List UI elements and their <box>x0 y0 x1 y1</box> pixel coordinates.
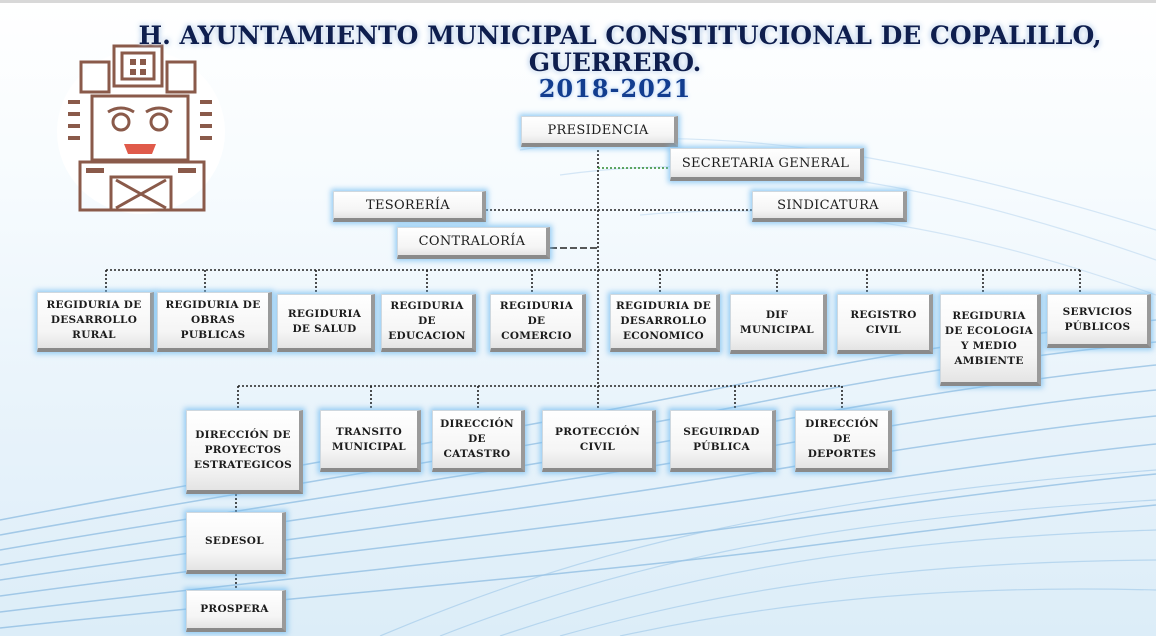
node-label: REGISTRO CIVIL <box>850 308 917 336</box>
node-sindicatura[interactable]: SINDICATURA <box>752 191 907 222</box>
node-label: DIRECCIÓN DE DEPORTES <box>805 418 879 460</box>
node-label: REGIDURIA DE OBRAS PUBLICAS <box>165 299 261 341</box>
node-label: DIF MUNICIPAL <box>740 308 814 336</box>
node-label: REGIDURIA DE ECOLOGIA Y MEDIO AMBIENTE <box>944 309 1034 367</box>
node-label: REGIDURIA DE DESARROLLO RURAL <box>46 299 142 341</box>
node-regiduria-salud[interactable]: REGIDURIA DE SALUD <box>277 294 375 352</box>
top-border <box>0 0 1156 3</box>
node-label: TESORERÍA <box>365 197 450 213</box>
node-prospera[interactable]: PROSPERA <box>186 590 286 632</box>
node-direccion-deportes[interactable]: DIRECCIÓN DE DEPORTES <box>795 410 892 472</box>
node-label: DIRECCIÓN DE PROYECTOS ESTRATEGICOS <box>193 429 293 471</box>
node-label: PRESIDENCIA <box>547 122 649 138</box>
node-label: CONTRALORÍA <box>418 234 526 249</box>
node-secretaria-general[interactable]: SECRETARIA GENERAL <box>670 148 864 181</box>
node-label: TRANSITO MUNICIPAL <box>332 425 406 453</box>
node-presidencia[interactable]: PRESIDENCIA <box>521 116 678 147</box>
node-transito-municipal[interactable]: TRANSITO MUNICIPAL <box>320 410 421 472</box>
copalillo-emblem-logo <box>57 44 225 214</box>
chart-title: H. AYUNTAMIENTO MUNICIPAL CONSTITUCIONAL… <box>138 21 1102 50</box>
node-label: PROTECCIÓN CIVIL <box>555 425 640 453</box>
node-label: SEDESOL <box>205 535 264 547</box>
node-regiduria-desarrollo-rural[interactable]: REGIDURIA DE DESARROLLO RURAL <box>37 292 154 352</box>
node-seguridad-publica[interactable]: SEGUIRDAD PÚBLICA <box>670 410 776 472</box>
node-label: PROSPERA <box>200 603 269 615</box>
node-label: REGIDURIA DE COMERCIO <box>499 300 574 342</box>
node-label: SECRETARIA GENERAL <box>681 155 850 171</box>
chart-title-line2: GUERRERO. <box>528 48 702 77</box>
node-label: SERVICIOS PÚBLICOS <box>1062 305 1133 333</box>
node-proteccion-civil[interactable]: PROTECCIÓN CIVIL <box>542 410 656 472</box>
node-regiduria-desarrollo-economico[interactable]: REGIDURIA DE DESARROLLO ECONOMICO <box>610 294 720 352</box>
node-direccion-catastro[interactable]: DIRECCIÓN DE CATASTRO <box>432 410 525 472</box>
node-contraloria[interactable]: CONTRALORÍA <box>397 227 550 259</box>
node-label: SEGUIRDAD PÚBLICA <box>683 425 760 453</box>
node-label: SINDICATURA <box>777 197 879 213</box>
node-regiduria-obras-publicas[interactable]: REGIDURIA DE OBRAS PUBLICAS <box>157 292 272 352</box>
node-label: DIRECCIÓN DE CATASTRO <box>440 418 514 460</box>
node-regiduria-ecologia[interactable]: REGIDURIA DE ECOLOGIA Y MEDIO AMBIENTE <box>940 294 1041 386</box>
node-sedesol[interactable]: SEDESOL <box>186 512 286 574</box>
node-dif-municipal[interactable]: DIF MUNICIPAL <box>730 294 827 354</box>
node-servicios-publicos[interactable]: SERVICIOS PÚBLICOS <box>1047 294 1151 348</box>
node-label: REGIDURIA DE EDUCACION <box>388 300 466 342</box>
node-regiduria-comercio[interactable]: REGIDURIA DE COMERCIO <box>490 294 586 352</box>
node-label: REGIDURIA DE DESARROLLO ECONOMICO <box>615 300 712 342</box>
node-label: REGIDURIA DE SALUD <box>287 307 362 335</box>
node-regiduria-educacion[interactable]: REGIDURIA DE EDUCACION <box>381 294 476 352</box>
node-tesoreria[interactable]: TESORERÍA <box>333 191 486 222</box>
period-years: 2018-2021 <box>538 74 692 103</box>
node-registro-civil[interactable]: REGISTRO CIVIL <box>837 294 933 354</box>
node-direccion-proyectos-estrategicos[interactable]: DIRECCIÓN DE PROYECTOS ESTRATEGICOS <box>186 410 303 494</box>
